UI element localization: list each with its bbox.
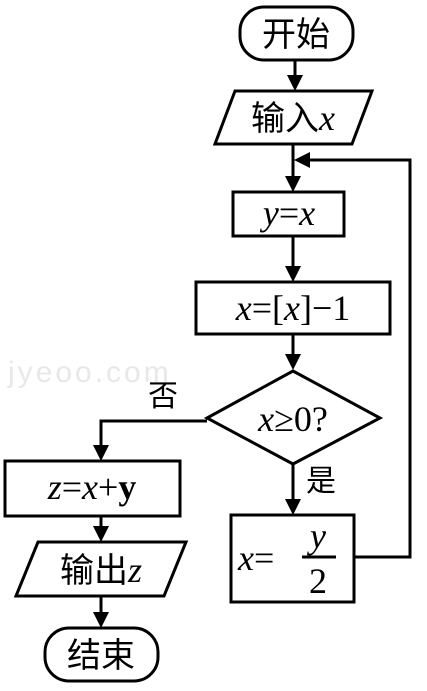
branch-no-label: 否 bbox=[148, 379, 178, 414]
start-label: 开始 bbox=[262, 15, 330, 55]
half-denominator: 2 bbox=[309, 561, 327, 601]
arrowhead bbox=[93, 445, 109, 461]
end-label: 结束 bbox=[67, 636, 135, 676]
output-label: 输出z bbox=[60, 550, 142, 591]
half-numerator: y bbox=[307, 516, 326, 556]
arrowhead bbox=[285, 499, 301, 515]
input-label: 输入x bbox=[251, 98, 335, 139]
output-parallelogram bbox=[13, 540, 189, 598]
sum-label: z=x+y bbox=[47, 467, 137, 507]
assign-y-label: y=x bbox=[260, 193, 315, 233]
arrowhead bbox=[93, 526, 109, 542]
arrowhead bbox=[285, 266, 301, 282]
arrowhead bbox=[287, 75, 303, 91]
sum-box bbox=[3, 459, 182, 518]
input-parallelogram bbox=[212, 89, 375, 146]
branch-yes-label: 是 bbox=[306, 464, 336, 499]
arrowhead bbox=[294, 152, 310, 168]
arrowhead bbox=[285, 176, 301, 192]
decision-label: x≥0? bbox=[257, 399, 328, 439]
arrowhead bbox=[285, 354, 301, 370]
loop-back-line bbox=[310, 158, 412, 559]
floor-box bbox=[194, 280, 392, 336]
arrow-decision-no bbox=[99, 419, 207, 446]
decision-diamond bbox=[203, 369, 384, 466]
floor-label: x=[x]−1 bbox=[235, 288, 351, 328]
assign-y-box bbox=[231, 190, 346, 238]
start-terminal bbox=[238, 5, 355, 62]
watermark: jyeoo.com bbox=[7, 356, 172, 389]
arrowhead bbox=[93, 612, 109, 628]
half-lhs: x= bbox=[237, 538, 274, 578]
end-terminal bbox=[43, 626, 160, 683]
